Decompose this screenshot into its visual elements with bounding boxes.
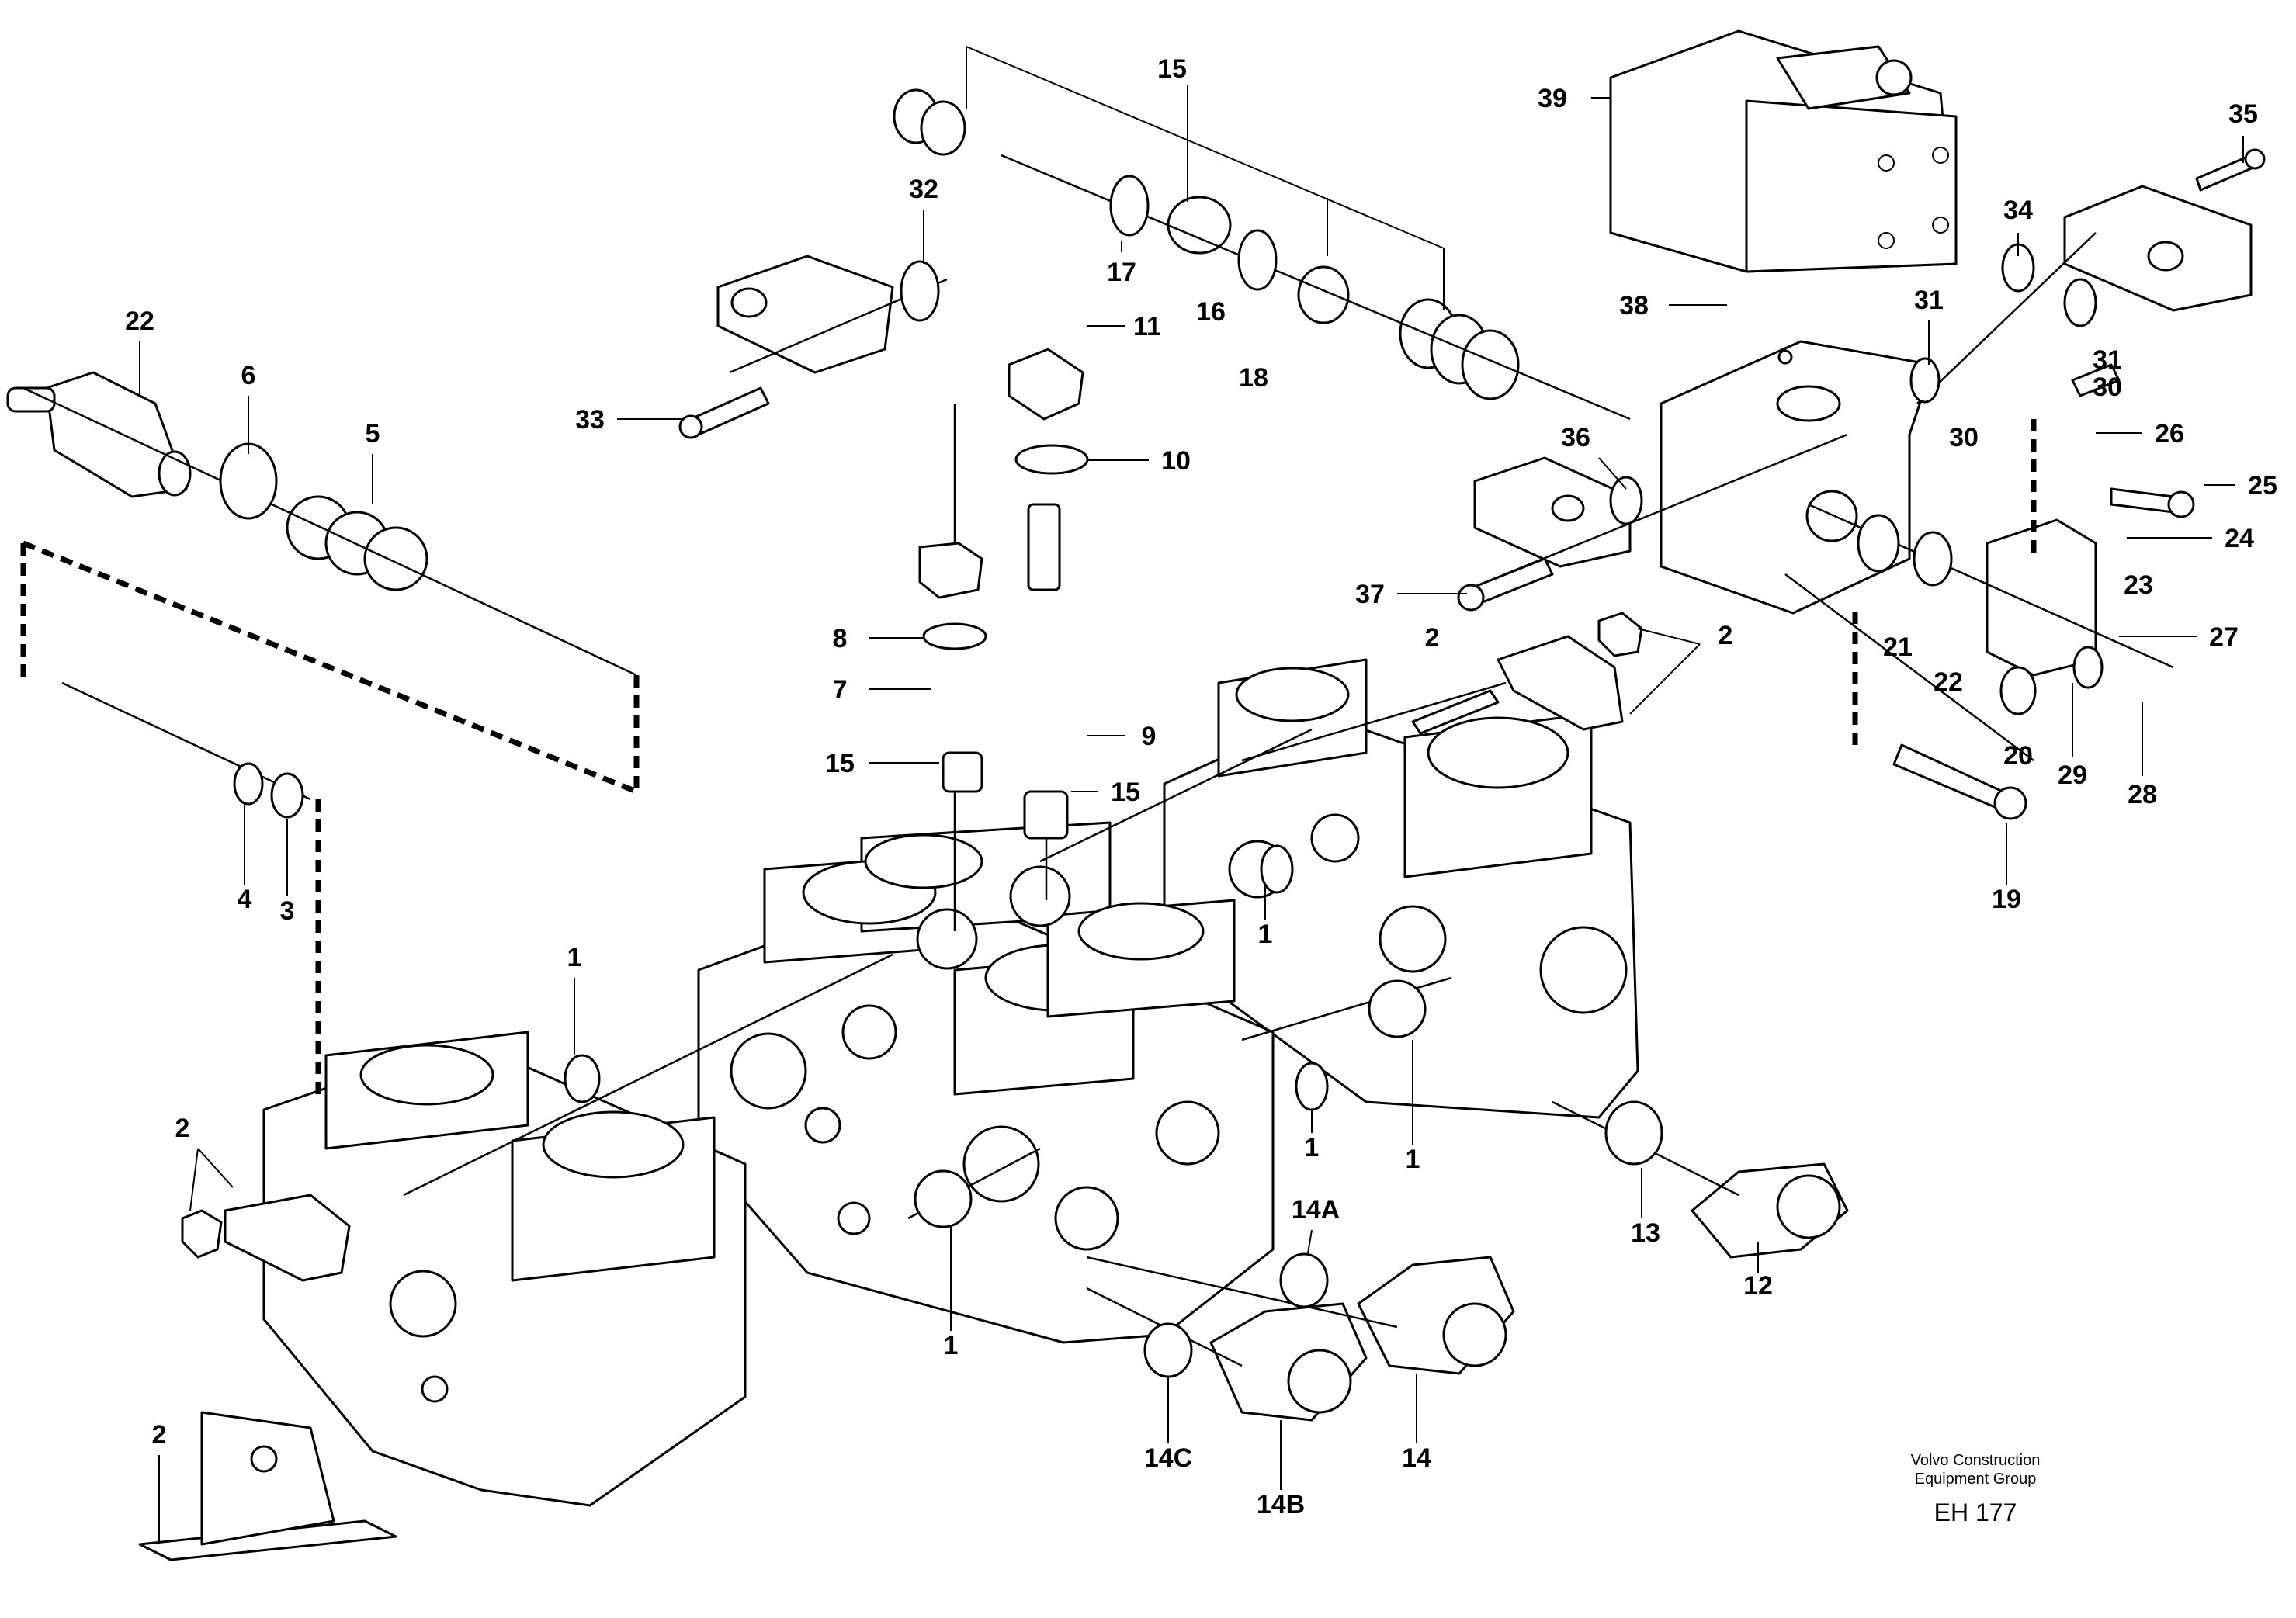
plug-8 xyxy=(918,542,984,793)
label-32: 32 xyxy=(909,175,938,204)
label-25: 25 xyxy=(2248,471,2277,501)
plug-14 xyxy=(1357,1256,1515,1375)
label-1-d: 1 xyxy=(1406,1145,1420,1174)
label-28: 28 xyxy=(2128,780,2157,809)
label-31-top: 31 xyxy=(1914,286,1944,315)
label-4: 4 xyxy=(238,885,252,914)
label-38: 38 xyxy=(1619,291,1649,320)
label-21: 21 xyxy=(1883,632,1913,662)
label-30-right: 30 xyxy=(2093,372,2122,402)
part-callouts: 15 39 35 32 34 17 16 18 38 11 22 6 5 31 … xyxy=(125,46,2277,1544)
label-22-right: 22 xyxy=(1934,667,1963,697)
label-5: 5 xyxy=(366,419,380,449)
label-18: 18 xyxy=(1239,363,1268,393)
plug-12 xyxy=(1691,1162,1849,1259)
valve-block-middle xyxy=(697,821,1275,1344)
label-14b: 14B xyxy=(1257,1490,1305,1519)
label-2-top: 2 xyxy=(1425,623,1440,653)
label-12: 12 xyxy=(1743,1271,1773,1301)
label-13: 13 xyxy=(1631,1218,1660,1248)
caption-line-1: Volvo Construction xyxy=(1911,1452,2041,1469)
valve-block-front xyxy=(262,1031,747,1507)
publisher-caption: Volvo Construction Equipment Group EH 17… xyxy=(1911,1452,2041,1526)
label-14a: 14A xyxy=(1292,1195,1340,1225)
label-1-e: 1 xyxy=(944,1331,959,1360)
label-8: 8 xyxy=(833,624,848,653)
label-19: 19 xyxy=(1992,885,2021,914)
flange-34 xyxy=(2063,185,2253,312)
label-16: 16 xyxy=(1196,297,1226,327)
spring-5 xyxy=(286,495,428,591)
label-39: 39 xyxy=(1538,84,1567,113)
label-7: 7 xyxy=(833,675,848,705)
label-27: 27 xyxy=(2209,622,2239,652)
valve-housing xyxy=(1660,340,1934,615)
label-1-b: 1 xyxy=(567,943,582,972)
label-22-left: 22 xyxy=(125,307,154,336)
relief-valve-22 xyxy=(6,371,192,498)
o-rings xyxy=(219,175,2104,1378)
solenoid-valve xyxy=(1609,29,1958,273)
label-1-c: 1 xyxy=(1305,1133,1320,1162)
mounting-bracket xyxy=(138,1411,397,1561)
flange-32 xyxy=(716,255,894,374)
label-14: 14 xyxy=(1402,1443,1431,1473)
label-34: 34 xyxy=(2003,196,2033,225)
label-20: 20 xyxy=(2003,741,2033,771)
label-2-left: 2 xyxy=(175,1114,190,1143)
label-33: 33 xyxy=(575,405,605,435)
label-24: 24 xyxy=(2225,524,2254,553)
label-23: 23 xyxy=(2124,570,2153,600)
label-11: 11 xyxy=(1133,312,1161,341)
caption-line-2: Equipment Group xyxy=(1915,1471,2037,1488)
spring-15-right xyxy=(1399,298,1520,400)
label-9: 9 xyxy=(1142,722,1157,751)
label-2-right: 2 xyxy=(1719,621,1733,650)
spring-15-top xyxy=(893,88,966,156)
label-2-bracket: 2 xyxy=(152,1420,167,1450)
label-3: 3 xyxy=(280,896,295,926)
bracket-plate-2-right xyxy=(1497,612,1643,731)
label-14c: 14C xyxy=(1144,1443,1192,1473)
label-15-mid: 15 xyxy=(825,749,855,778)
flange-36 xyxy=(1473,456,1632,568)
plug-14b xyxy=(1209,1302,1368,1422)
piston-9 xyxy=(1008,348,1084,840)
label-15-top: 15 xyxy=(1157,54,1187,84)
label-17: 17 xyxy=(1107,258,1136,287)
label-1-a: 1 xyxy=(1258,920,1273,949)
label-30-left: 30 xyxy=(1949,423,1979,452)
label-15-right: 15 xyxy=(1111,778,1140,807)
label-37: 37 xyxy=(1355,580,1385,609)
label-26: 26 xyxy=(2155,419,2184,449)
label-10: 10 xyxy=(1161,446,1191,476)
valve-block-rear xyxy=(1163,658,1639,1119)
bolts xyxy=(678,148,2266,820)
label-31-right: 31 xyxy=(2093,345,2122,375)
label-36: 36 xyxy=(1561,423,1590,452)
label-6: 6 xyxy=(241,361,256,390)
seal-16 xyxy=(1167,196,1350,324)
caption-code: EH 177 xyxy=(1934,1498,2017,1526)
label-35: 35 xyxy=(2228,99,2258,129)
label-29: 29 xyxy=(2058,760,2087,790)
bracket-plate-2 xyxy=(181,1194,351,1282)
